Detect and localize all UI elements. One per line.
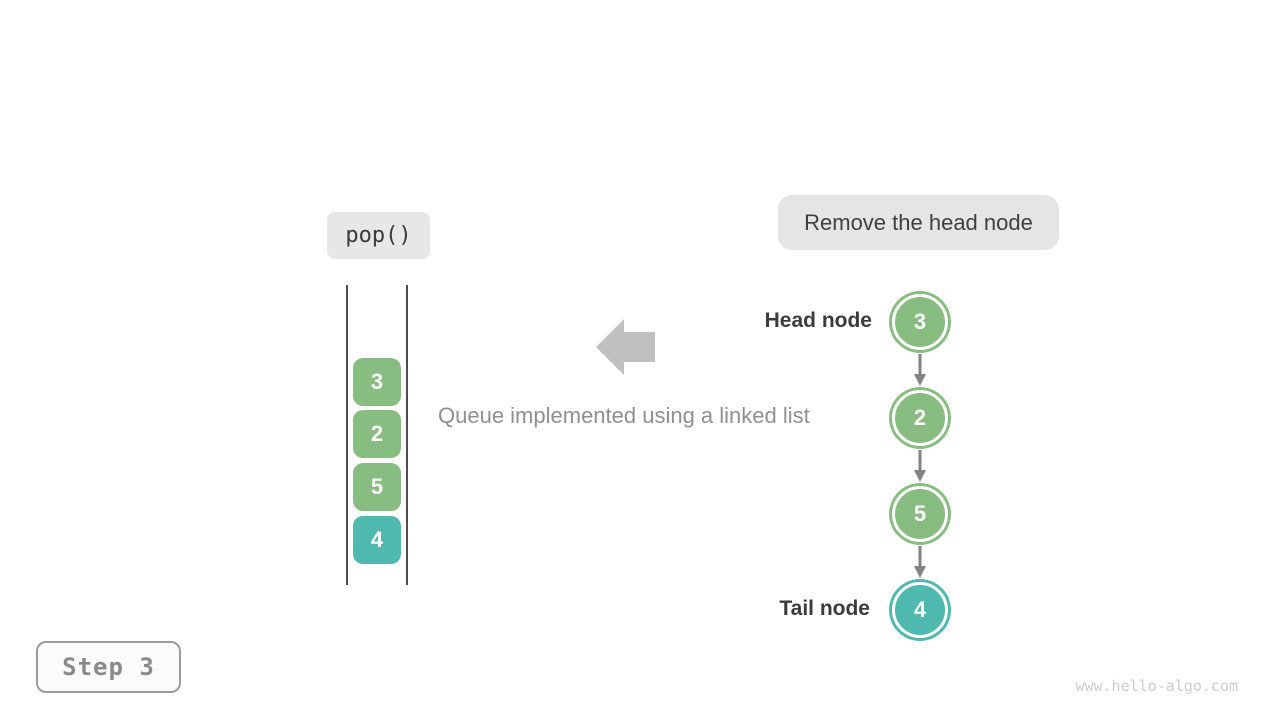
down-arrow-icon — [913, 354, 927, 386]
down-arrow-icon — [913, 546, 927, 578]
queue-array-container: 3 2 5 4 — [346, 285, 408, 585]
left-block-arrow-icon — [596, 317, 655, 377]
linked-list-node: 2 — [892, 390, 948, 446]
diagram-caption: Queue implemented using a linked list — [438, 403, 810, 428]
step-badge: Step 3 — [36, 641, 181, 693]
queue-cell: 2 — [353, 410, 401, 458]
linked-list-node-head: 3 — [892, 294, 948, 350]
queue-cell: 3 — [353, 358, 401, 406]
queue-cell: 5 — [353, 463, 401, 511]
down-arrow-icon — [913, 450, 927, 482]
pop-operation-label: pop() — [327, 212, 430, 259]
linked-list-node-tail: 4 — [892, 582, 948, 638]
linked-list-node: 5 — [892, 486, 948, 542]
tail-node-label: Tail node — [779, 597, 870, 620]
queue-cell: 4 — [353, 516, 401, 564]
head-node-label: Head node — [764, 309, 872, 332]
watermark-url: www.hello-algo.com — [1075, 677, 1238, 695]
remove-head-annotation: Remove the head node — [778, 195, 1059, 250]
